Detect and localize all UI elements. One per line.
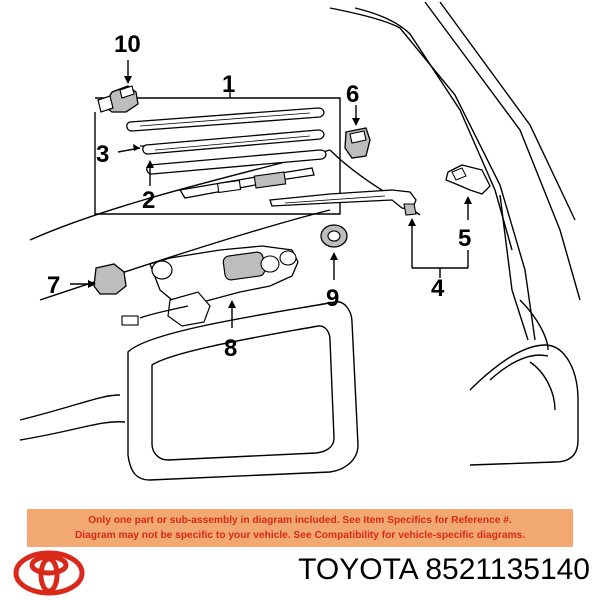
callout-2: 2: [142, 187, 155, 214]
wiper-motor-assembly: [121, 245, 299, 328]
callout-4: 4: [431, 275, 445, 302]
callout-10: 10: [114, 31, 141, 58]
callout-8: 8: [224, 335, 237, 362]
callout-7: 7: [47, 272, 60, 299]
wiper-blade-assembly: [126, 107, 327, 199]
motor-cover: [70, 263, 127, 295]
brand-part-number: TOYOTA 8521135140: [272, 553, 590, 587]
arm-head-cover: [445, 164, 491, 220]
motor-grommet: [320, 224, 348, 280]
washer-nozzle: [97, 60, 139, 113]
part-number: 8521135140: [425, 553, 590, 586]
callout-3: 3: [96, 141, 109, 168]
toyota-logo-icon: [13, 550, 85, 596]
callout-1: 1: [222, 71, 235, 98]
notice-line-2: Diagram may not be specific to your vehi…: [74, 530, 526, 541]
leader-2-arrow: [146, 160, 154, 168]
brand-name: TOYOTA: [298, 553, 418, 586]
compatibility-notice: Only one part or sub-assembly in diagram…: [27, 509, 573, 547]
parts-diagram: 10 1 6 3 2 5 7 4 9 8: [19, 1, 581, 481]
callout-5: 5: [458, 225, 471, 252]
leader-3-arrow: [133, 144, 140, 151]
wiper-arm-cap: [344, 105, 371, 159]
callout-bracket-4: [408, 218, 469, 278]
notice-line-1: Only one part or sub-assembly in diagram…: [88, 515, 512, 526]
callout-bracket-1: [94, 97, 341, 215]
vehicle-body-outline: [19, 1, 581, 481]
wiper-arm: [269, 189, 417, 216]
callout-9: 9: [326, 285, 339, 312]
callout-labels: 10 1 6 3 2 5 7 4 9 8: [47, 31, 471, 362]
callout-6: 6: [346, 81, 359, 108]
